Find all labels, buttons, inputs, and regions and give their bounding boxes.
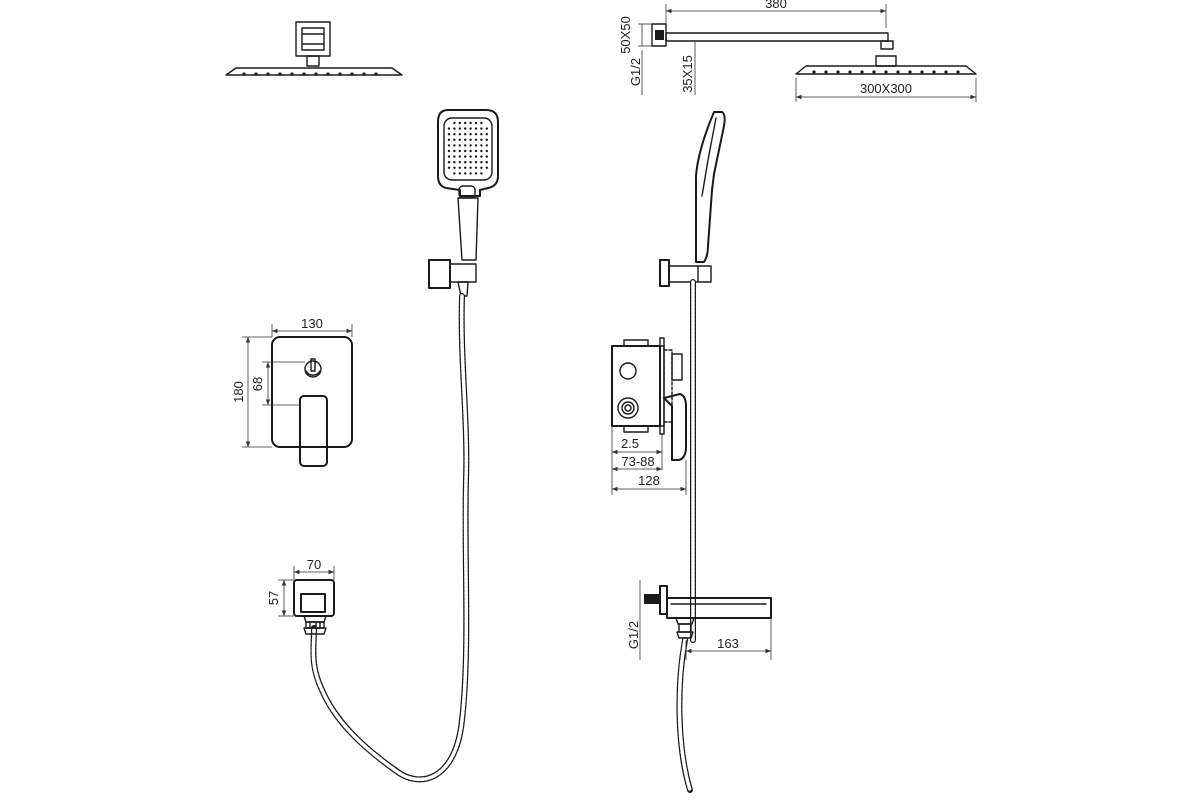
dimension-label-70: 70 <box>307 557 321 572</box>
outlet-spout-side: G1/2 163 <box>626 580 772 660</box>
dimension-label-50x50: 50X50 <box>618 16 633 54</box>
dimension-label-73-88: 73-88 <box>621 454 654 469</box>
hand-shower-side-profile <box>695 111 726 263</box>
riser-hose-side <box>676 279 696 793</box>
dimension-label-68: 68 <box>250 377 265 391</box>
dimension-label-g12-top: G1/2 <box>628 58 643 86</box>
dimension-label-300x300: 300X300 <box>860 81 912 96</box>
dimension-label-180: 180 <box>231 381 246 403</box>
mixer-cover-plate-front: 130 180 68 <box>231 316 353 467</box>
holder-bracket <box>428 259 451 289</box>
dimension-label-380: 380 <box>765 0 787 11</box>
dimension-label-130: 130 <box>301 316 323 331</box>
mixer-lever <box>299 395 328 467</box>
overhead-shower-side-view: 380 50X50 G1/2 35X15 300X300 <box>618 0 977 102</box>
inlet-connector <box>644 594 660 604</box>
cover-plate <box>271 336 353 448</box>
dimension-label-163: 163 <box>717 636 739 651</box>
outlet-port <box>300 593 326 613</box>
hand-shower-side-view <box>659 111 726 287</box>
dimension-label-2-5: 2.5 <box>621 436 639 451</box>
hand-shower-handle <box>457 197 479 261</box>
wall-outlet-front: 70 57 <box>266 557 335 635</box>
holder-wall-plate <box>659 259 670 287</box>
dimension-label-35x15: 35X15 <box>680 55 695 93</box>
diverter-knob <box>304 360 322 378</box>
dimension-label-128: 128 <box>638 473 660 488</box>
dimension-label-g12-bottom: G1/2 <box>626 621 641 649</box>
hand-shower-front-view <box>310 109 499 783</box>
spout-body <box>666 597 772 619</box>
hand-shower-head <box>437 109 499 197</box>
shower-arm <box>665 32 889 42</box>
concealed-mixer-box-side: 2.5 73-88 128 <box>611 337 687 495</box>
rain-head-side <box>795 65 977 75</box>
mixer-lever-side <box>663 393 687 461</box>
dimension-label-57: 57 <box>266 591 281 605</box>
overhead-shower-head-plan <box>225 21 403 76</box>
